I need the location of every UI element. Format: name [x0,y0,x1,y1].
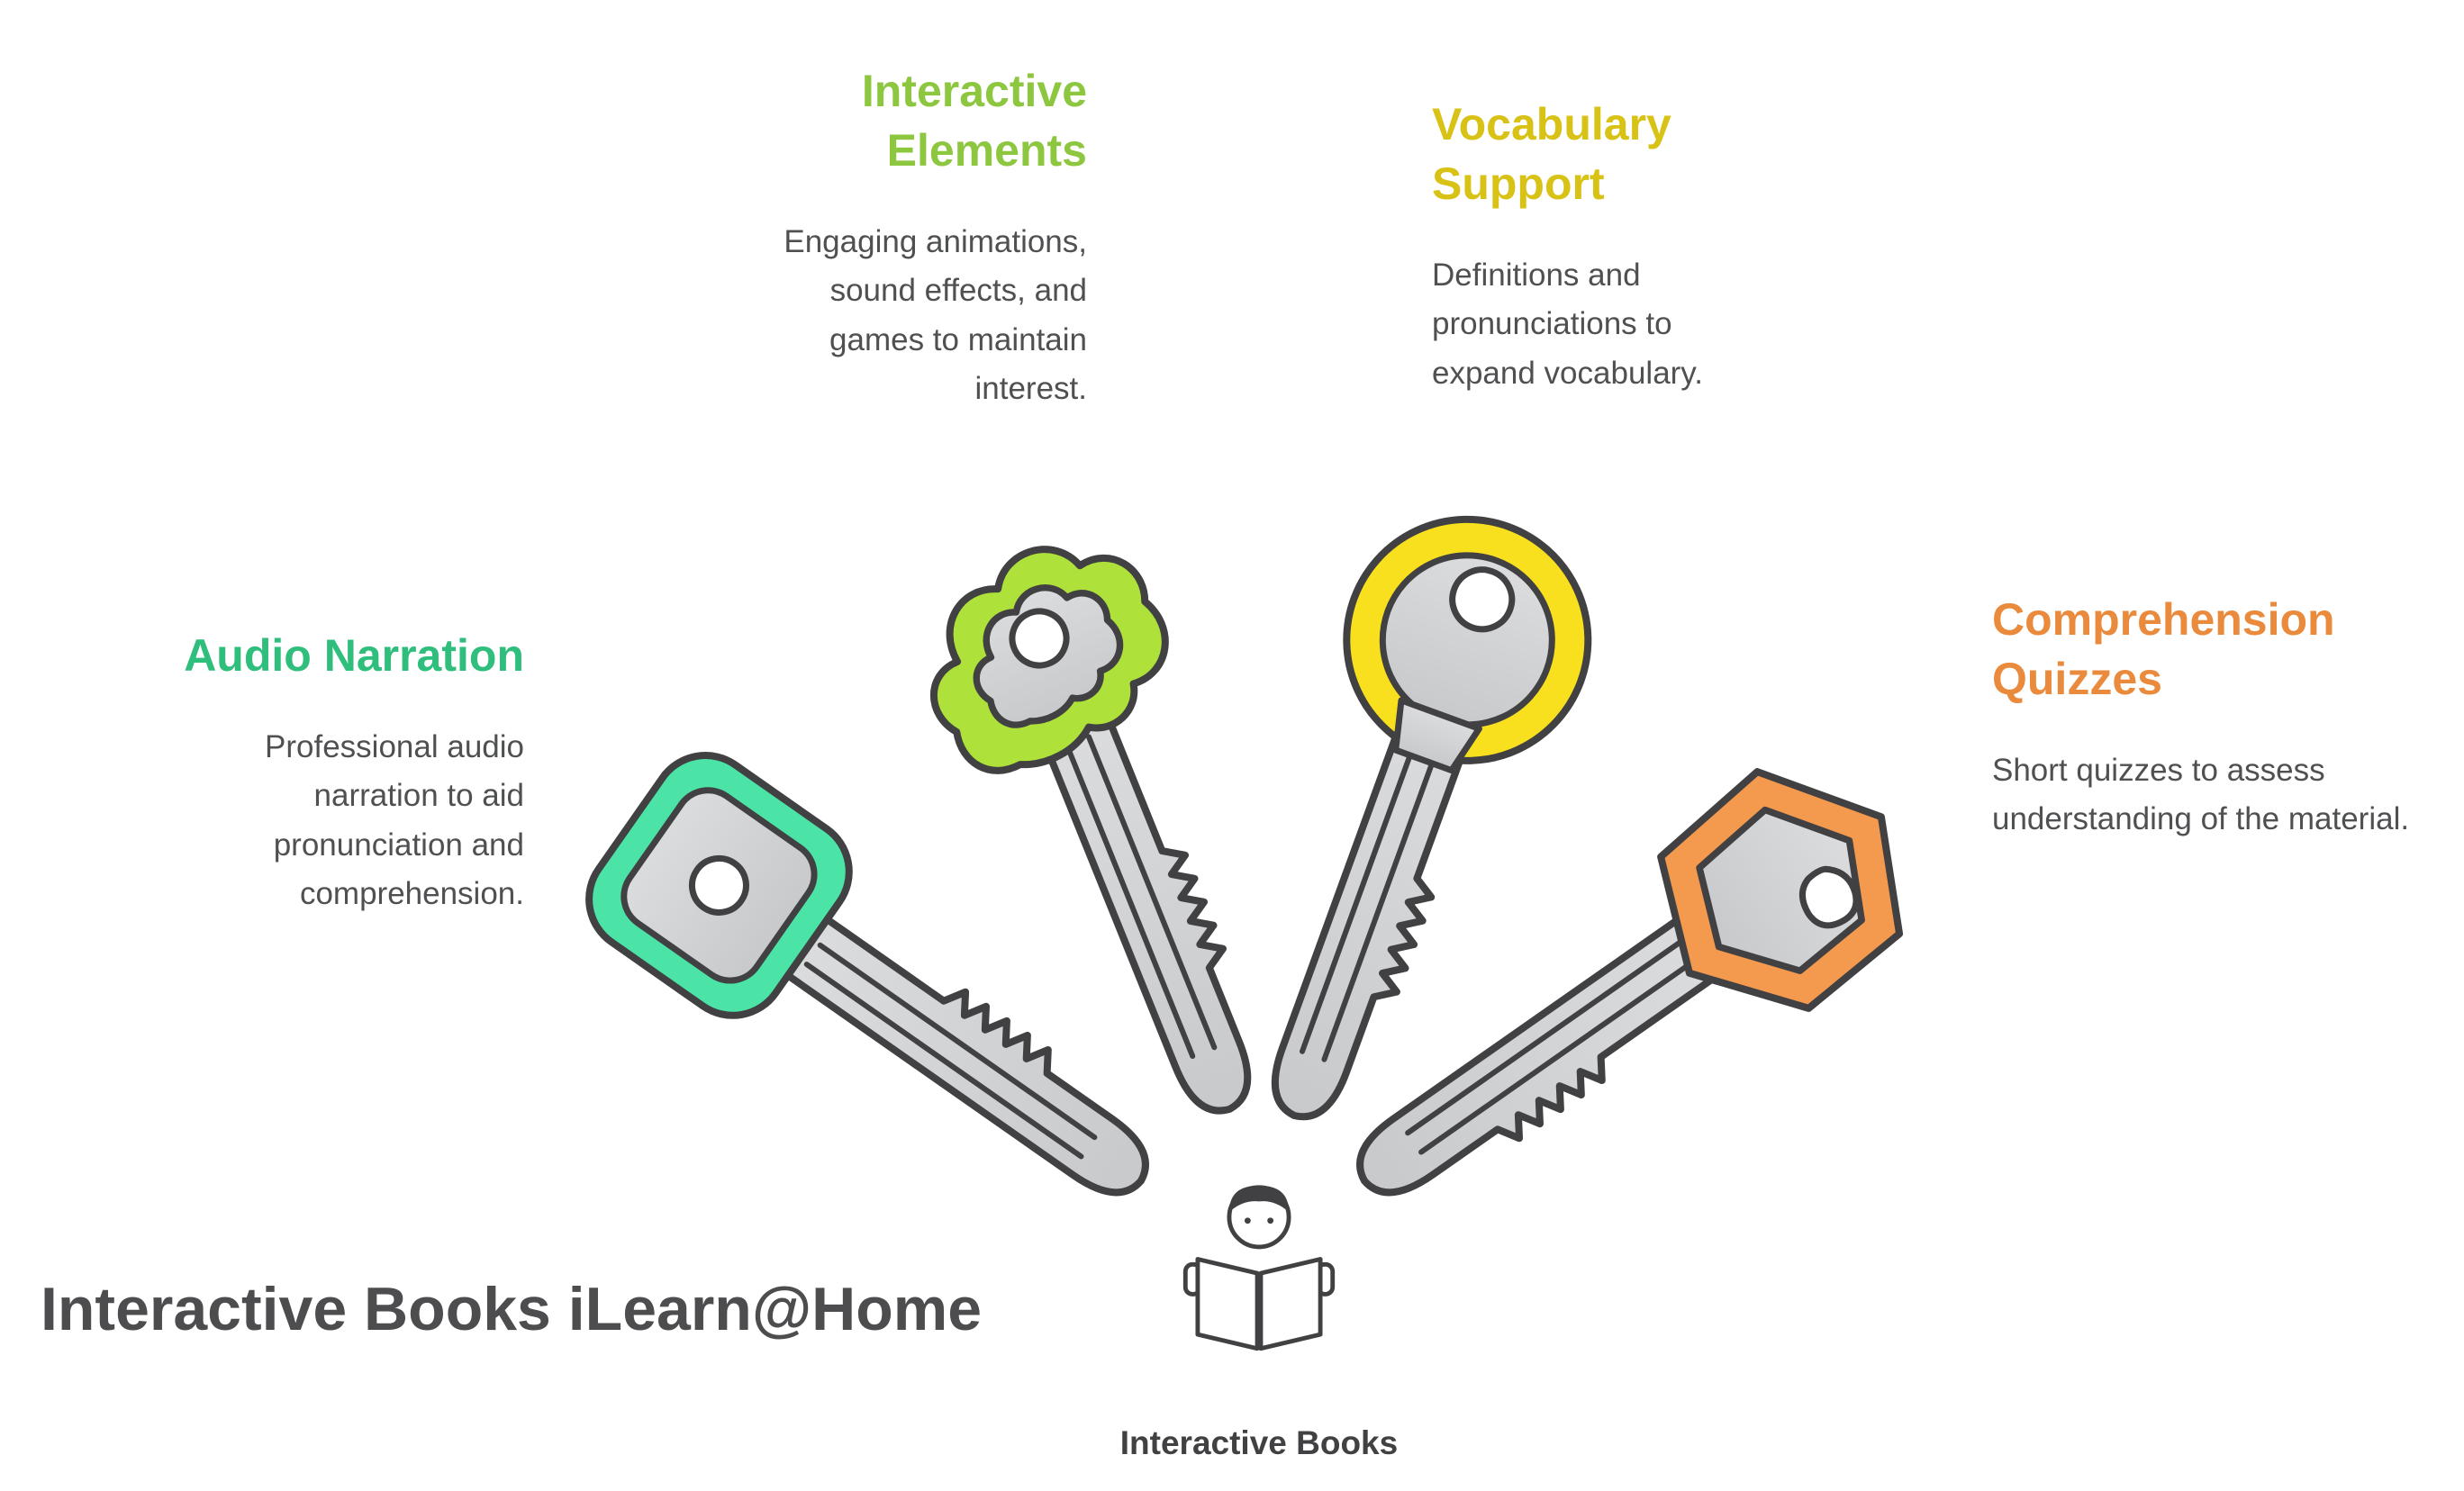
key-vocabulary-support [1271,515,1592,1121]
key-hole [1449,566,1516,633]
feature-interactive-elements: Interactive Elements Engaging animations… [691,61,1087,413]
key-blade [1271,707,1473,1121]
key-blade-grooves [803,942,1098,1160]
key-interactive-elements [929,546,1252,1115]
key-blade [1356,909,1730,1197]
key-blade-grooves [1300,734,1442,1062]
page-title: Interactive Books iLearn@Home [41,1275,983,1343]
person-reading-icon [1182,1185,1336,1351]
feature-description-comprehension-quizzes: Short quizzes to assess understanding of… [1992,753,2410,837]
key-comprehension-quizzes [1356,768,1904,1197]
feature-title-interactive-elements: Interactive Elements [861,66,1087,176]
feature-comprehension-quizzes: Comprehension Quizzes Short quizzes to a… [1992,590,2415,845]
person-hair [1228,1185,1290,1212]
key-hole [1798,865,1860,929]
person-eye-right [1267,1217,1274,1224]
reader-illustration [1163,1172,1355,1379]
center-caption: Interactive Books [1119,1424,1399,1461]
key-audio-narration [585,752,1149,1197]
feature-vocabulary-support: Vocabulary Support Definitions and pronu… [1432,95,1810,398]
key-hole [688,854,749,916]
key-head-inner [1696,806,1865,974]
book-left-page [1195,1257,1260,1351]
feature-description-audio-narration: Professional audio narration to aid pron… [265,729,524,911]
feature-title-comprehension-quizzes: Comprehension Quizzes [1992,594,2335,704]
key-head-collar [1392,697,1482,774]
key-hole [1009,608,1070,669]
book-right-page [1258,1257,1323,1351]
feature-description-vocabulary-support: Definitions and pronunciations to expand… [1432,258,1703,391]
feature-description-interactive-elements: Engaging animations, sound effects, and … [784,224,1087,406]
feature-title-vocabulary-support: Vocabulary Support [1432,99,1671,209]
key-blade-grooves [1405,937,1699,1155]
feature-title-audio-narration: Audio Narration [184,630,524,681]
person-eye-left [1244,1217,1251,1224]
feature-audio-narration: Audio Narration Professional audio narra… [128,626,524,918]
key-blade-grooves [1064,734,1218,1060]
